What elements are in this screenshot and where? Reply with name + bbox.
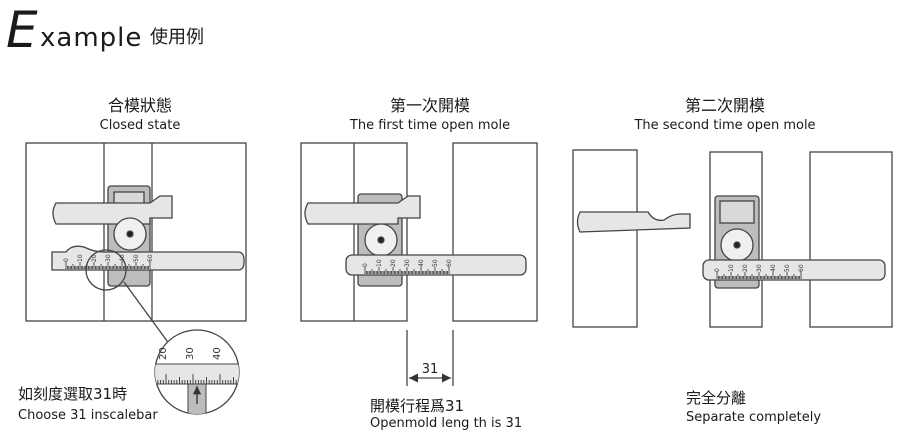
stage-1-scale-label: 30 — [105, 254, 112, 262]
stage-3-fixed-plate — [572, 149, 638, 328]
note-separate-cn: 完全分離 — [686, 389, 747, 407]
stage-2-scale-label: 30 — [404, 259, 411, 267]
stage-2-scale-label: 60 — [446, 259, 453, 267]
stage-1-closed-diagram — [25, 142, 247, 346]
stage-1-scale-label: 10 — [77, 254, 84, 262]
stage-3-title-cn: 第二次開模 — [684, 96, 765, 115]
zoom-callout: 20 30 40 — [154, 329, 240, 415]
note-length-en: Openmold leng th is 31 — [370, 416, 523, 431]
stage-1-scale-label: 0 — [63, 258, 70, 262]
note-choose-en: Choose 31 inscalebar — [18, 408, 158, 423]
stage-1-title-cn: 合模狀態 — [107, 96, 172, 115]
stage-2-scale-label: 10 — [376, 259, 383, 267]
stage-1-leader-line — [123, 281, 171, 346]
stage-3-scale-label: 30 — [756, 264, 763, 272]
stage-3-title-en: The second time open mole — [634, 118, 816, 133]
stage-3-middle-plate — [709, 151, 763, 328]
stage-2-lock-arm — [304, 195, 421, 225]
stage-3-scale-label: 10 — [728, 264, 735, 272]
stage-1-roller-pin — [126, 230, 134, 238]
zoom-ticks — [155, 374, 239, 384]
stage-3-roller-pin — [733, 241, 741, 249]
stage-2-scale-label: 0 — [362, 263, 369, 267]
stage-2-scale-label: 40 — [418, 259, 425, 267]
stage-2-scale-bar — [345, 254, 527, 276]
note-choose-cn: 如刻度選取31時 — [18, 385, 128, 403]
stage-1-scale-label: 40 — [119, 254, 126, 262]
stage-3-scale-bar — [702, 259, 886, 281]
zoom-label-40: 40 — [212, 347, 223, 360]
stage-2-title-en: The first time open mole — [349, 118, 511, 133]
stage-1-mold-plates — [25, 142, 247, 322]
note-separate-en: Separate completely — [686, 410, 822, 425]
stage-3-scale-label: 0 — [714, 268, 721, 272]
stage-2-title-cn: 第一次開模 — [389, 96, 470, 115]
stage-1-lock-arm — [52, 195, 173, 225]
stage-3-scale-label: 40 — [770, 264, 777, 272]
stage-2-scale-label: 50 — [432, 259, 439, 267]
stage-2-first-open-diagram — [300, 142, 538, 386]
note-length-cn: 開模行程爲31 — [370, 397, 465, 415]
stage-3-lock-arm — [576, 211, 691, 233]
stage-1-scale-label: 50 — [133, 254, 140, 262]
stage-1-scale-label: 60 — [147, 254, 154, 262]
header-initial: E — [6, 1, 38, 59]
stage-1-scale-ticks: 0 10 20 30 40 50 60 — [63, 254, 154, 269]
stage-3-scale-label: 20 — [742, 264, 749, 272]
stage-2-moving-plate — [452, 142, 538, 322]
stage-1-zoom-source — [85, 249, 127, 291]
stage-2-scale-label: 20 — [390, 259, 397, 267]
stage-2-scale-ticks: 0 10 20 30 40 50 60 — [362, 259, 453, 274]
header-title: xample — [40, 23, 143, 53]
zoom-label-30: 30 — [185, 347, 196, 360]
stage-3-scale-label: 50 — [784, 264, 791, 272]
stage-2-roller-pin — [377, 236, 385, 244]
stage-1-scale-bar — [51, 245, 245, 271]
stage-3-housing-window — [719, 200, 755, 224]
stage-3-scale-label: 60 — [798, 264, 805, 272]
stage-1-scale-label: 20 — [91, 254, 98, 262]
header-title-cn: 使用例 — [150, 27, 204, 48]
zoom-label-20: 20 — [158, 347, 169, 360]
stage-3-moving-plate — [809, 151, 893, 328]
stage-1-title-en: Closed state — [99, 118, 181, 133]
dimension-value: 31 — [422, 362, 439, 377]
stage-3-scale-ticks: 0 10 20 30 40 50 60 — [714, 264, 805, 279]
stage-3-second-open-diagram — [572, 149, 893, 328]
